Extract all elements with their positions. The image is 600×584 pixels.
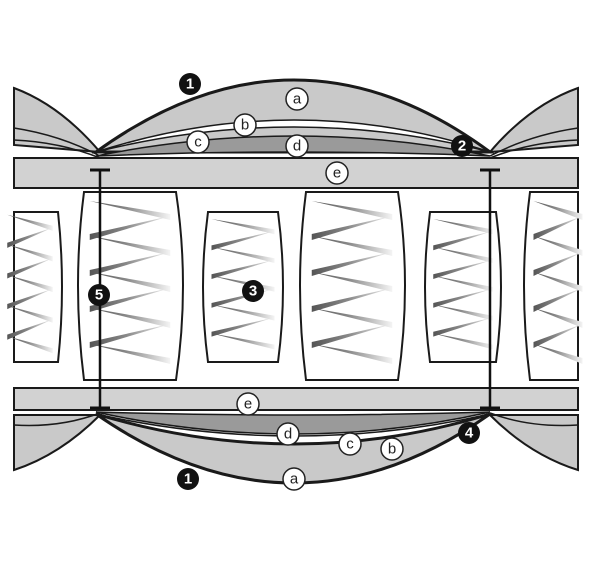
callout-1-top-text: 1 xyxy=(186,76,194,93)
layer-e-bottom xyxy=(13,387,579,411)
callout-c-top-text: c xyxy=(194,134,202,151)
callout-a-top-text: a xyxy=(293,91,302,108)
callout-2: 2 xyxy=(451,135,473,157)
layer-d-bottom xyxy=(95,411,491,435)
callout-e-top: e xyxy=(325,161,349,185)
callout-c-top: c xyxy=(186,130,210,154)
bottom-left-tuft xyxy=(13,414,103,472)
callout-b-bottom-text: b xyxy=(388,441,396,458)
callout-d-top-text: d xyxy=(293,138,301,155)
callout-4-text: 4 xyxy=(465,425,474,442)
layer-bc-top xyxy=(95,119,491,153)
callout-d-bottom-text: d xyxy=(284,426,292,443)
callout-1-top: 1 xyxy=(179,73,201,95)
pocket-1 xyxy=(13,211,63,363)
callout-d-bottom: d xyxy=(276,422,300,446)
callout-c-bottom: c xyxy=(338,432,362,456)
callout-5: 5 xyxy=(88,284,110,306)
callout-3: 3 xyxy=(242,280,264,302)
callout-b-bottom: b xyxy=(380,437,404,461)
callout-b-top: b xyxy=(233,113,257,137)
pocket-6 xyxy=(523,191,579,381)
layer-e-top xyxy=(13,157,579,189)
callout-3-text: 3 xyxy=(249,283,257,300)
callout-4: 4 xyxy=(458,422,480,444)
callout-d-top: d xyxy=(285,134,309,158)
callout-c-bottom-text: c xyxy=(346,436,354,453)
callout-a-top: a xyxy=(285,87,309,111)
top-left-tuft xyxy=(13,86,103,154)
callout-e-top-text: e xyxy=(333,165,341,182)
callout-a-bottom-text: a xyxy=(290,471,299,488)
callout-e-bottom-text: e xyxy=(244,396,252,413)
layer-a-bottom xyxy=(95,412,491,485)
callout-1-bottom-text: 1 xyxy=(184,471,192,488)
callout-5-text: 5 xyxy=(95,287,103,304)
top-right-tuft xyxy=(487,86,579,154)
callout-a-bottom: a xyxy=(282,467,306,491)
bottom-right-tuft xyxy=(487,414,579,472)
bottom-cover xyxy=(13,411,579,485)
callout-b-top-text: b xyxy=(241,117,249,134)
callout-2-text: 2 xyxy=(458,138,466,155)
callout-1-bottom: 1 xyxy=(177,468,199,490)
callout-e-bottom: e xyxy=(236,392,260,416)
